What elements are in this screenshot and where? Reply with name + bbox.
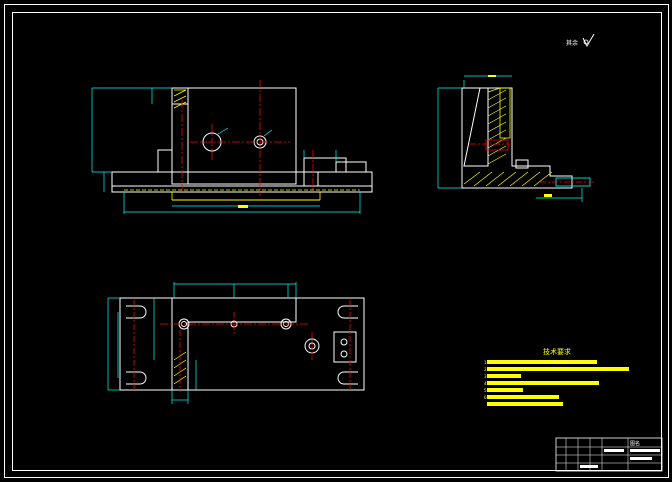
technical-notes: 技术要求 1 2 3 4 5 6	[484, 347, 629, 406]
notes-line-4: 4	[484, 381, 487, 386]
front-view	[91, 80, 373, 214]
surface-roughness-note: 其余	[566, 33, 595, 48]
inner-frame	[12, 12, 662, 471]
surface-note-label: 其余	[566, 39, 578, 47]
side-view-hatch	[463, 87, 553, 187]
title-block-label: 图名	[630, 440, 640, 447]
top-view	[107, 282, 365, 404]
side-view	[437, 75, 596, 202]
front-view-upright	[171, 87, 297, 185]
title-block: 图名	[555, 437, 663, 472]
notes-title: 技术要求	[543, 347, 571, 356]
outer-border	[4, 4, 669, 478]
notes-line-5: 5	[484, 388, 487, 393]
notes-line-1: 1	[484, 360, 487, 365]
notes-line-2: 2	[484, 367, 487, 372]
notes-line-6: 6	[484, 395, 487, 400]
top-view-outline	[119, 297, 365, 391]
front-view-hatch	[173, 89, 187, 109]
notes-line-3: 3	[484, 374, 487, 379]
roughness-symbol-icon	[582, 33, 595, 48]
side-view-outline	[461, 87, 573, 189]
